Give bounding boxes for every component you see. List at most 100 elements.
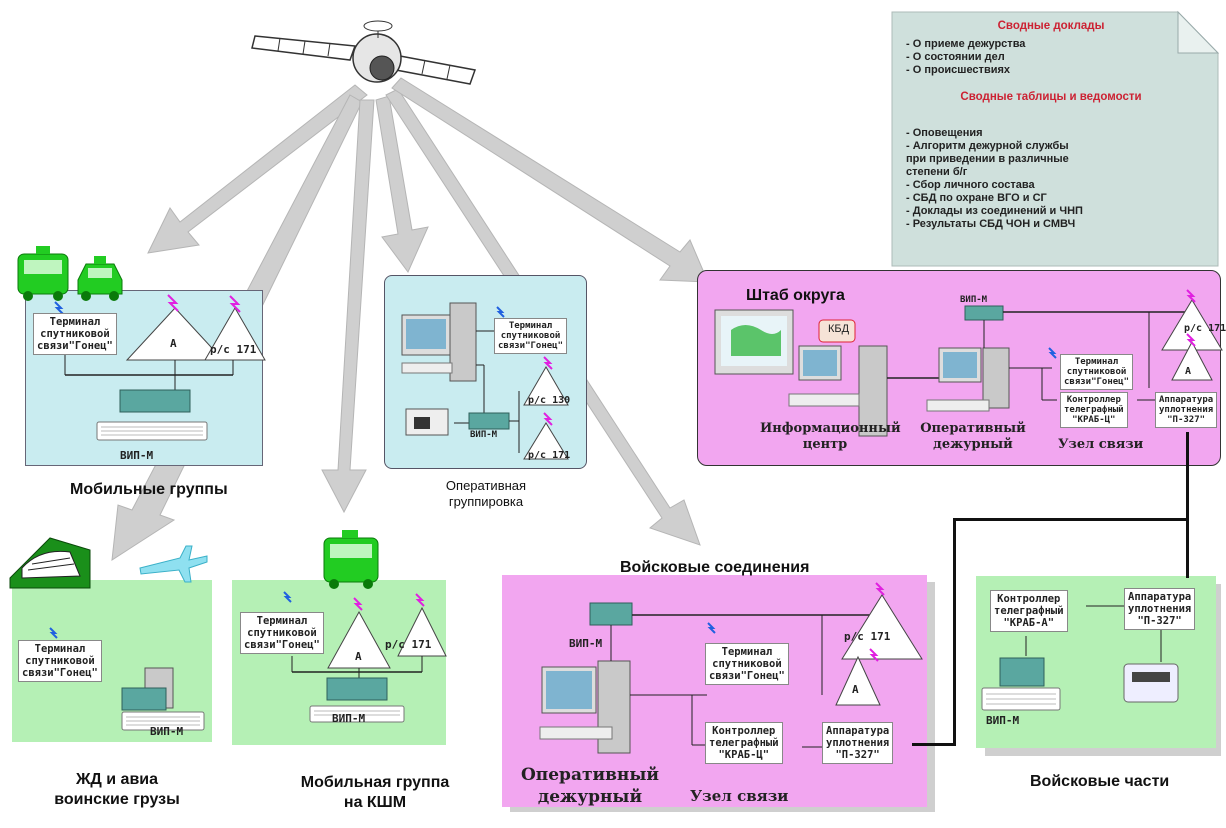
hq-kbd-label: КБД: [828, 323, 850, 335]
label-line: Оперативный: [920, 421, 1026, 436]
hq-multiplex-label: Аппаратура уплотнения "П-327": [1155, 392, 1218, 428]
mobile-groups-caption: Мобильные группы: [70, 481, 228, 498]
label-line: Оперативный: [520, 765, 660, 785]
label-line: связи"Гонец": [37, 340, 113, 352]
kshm-caption: Мобильная группа на КШМ: [280, 773, 470, 813]
hq-terminal-label: Терминал спутниковой связи"Гонец": [1060, 354, 1134, 390]
label-line: спутниковой: [712, 658, 782, 670]
label-line: связи"Гонец": [244, 639, 320, 651]
kshm-vip-label: ВИП-М: [332, 712, 366, 725]
label-line: спутниковой: [247, 627, 317, 639]
arrow-to-kshm: [321, 99, 375, 514]
memo-heading-tables: Сводные таблицы и ведомости: [960, 91, 1142, 103]
label-line: уплотнения: [1159, 405, 1214, 415]
caption-line: группировка: [448, 494, 524, 509]
memo-sheet: [891, 10, 1220, 267]
label-line: Информационный: [760, 421, 901, 436]
label-line: Терминал: [721, 646, 773, 658]
label-line: Контроллер: [712, 725, 776, 737]
formations-duty-officer: Оперативный дежурный: [515, 764, 665, 808]
units-vip-label: ВИП-М: [986, 714, 1020, 727]
label-line: "КРАБ-А": [1003, 617, 1055, 629]
hq-radio-label: р/с 171: [1184, 323, 1226, 334]
operational-terminal-label: Терминал спутниковой связи"Гонец": [494, 318, 568, 354]
cable-hq-vertical: [1186, 432, 1189, 521]
operational-radio-171: р/с 171: [528, 450, 571, 461]
caption-line: ЖД и авиа: [75, 771, 159, 788]
kshm-graphics: [283, 530, 447, 723]
formations-wiring: [539, 582, 923, 754]
label-line: Терминал: [508, 321, 553, 331]
rail-air-caption: ЖД и авиа воинские грузы: [42, 770, 192, 810]
operational-group-wiring: [401, 302, 569, 460]
label-line: Аппаратура: [1128, 591, 1192, 603]
label-line: уплотнения: [826, 737, 890, 749]
mobile-radio-label: р/с 171: [210, 343, 257, 356]
rail-terminal-label: Терминал спутниковой связи"Гонец": [18, 640, 102, 682]
hq-vip-label: ВИП-М: [960, 295, 988, 305]
formations-vip-label: ВИП-М: [569, 637, 603, 650]
label-line: уплотнения: [1128, 603, 1192, 615]
units-multiplex-label: Аппаратура уплотнения "П-327": [1124, 588, 1196, 630]
hq-wiring: [714, 289, 1223, 437]
label-line: спутниковой: [500, 331, 561, 341]
kshm-antenna-a: А: [355, 650, 362, 663]
memo-text: Сводные доклады - О приеме дежурства - О…: [892, 20, 1210, 231]
caption-line: Мобильная группа: [300, 774, 450, 791]
label-line: Аппаратура: [826, 725, 890, 737]
memo-item: - Результаты СБД ЧОН и СМВЧ: [906, 218, 1076, 230]
label-line: Контроллер: [1066, 395, 1121, 405]
memo-item: степени б/г: [906, 166, 968, 178]
label-line: связи"Гонец": [1064, 377, 1130, 387]
label-line: дежурный: [933, 437, 1013, 452]
memo-item: - Сбор личного состава: [906, 179, 1035, 191]
label-line: Терминал: [1074, 357, 1119, 367]
cable-down: [953, 518, 956, 746]
hq-title: Штаб округа: [746, 287, 845, 304]
formations-antenna-a: А: [852, 683, 859, 696]
memo-item: - О происшествиях: [906, 64, 1011, 76]
hq-controller-label: Контроллер телеграфный "КРАБ-Ц": [1060, 392, 1128, 428]
cable-horizontal: [953, 518, 1189, 521]
label-line: "П-327": [1137, 615, 1182, 627]
cable-to-formations: [912, 743, 956, 746]
label-line: Терминал: [49, 316, 101, 328]
memo-item: при приведении в различные: [906, 153, 1069, 165]
hq-comm-node: Узел связи: [1058, 437, 1144, 452]
units-wiring: [981, 605, 1179, 711]
label-line: центр: [802, 437, 848, 452]
operational-radio-130: р/с 130: [528, 395, 571, 406]
hq-duty-officer: Оперативный дежурный: [918, 421, 1028, 453]
rail-air-graphics: [9, 537, 208, 731]
arrow-to-mobile-groups: [147, 84, 368, 254]
label-line: связи"Гонец": [498, 341, 564, 351]
memo-item: - О приеме дежурства: [906, 38, 1026, 50]
label-line: Контроллер: [997, 593, 1061, 605]
label-line: Терминал: [256, 615, 308, 627]
formations-title: Войсковые соединения: [620, 559, 810, 576]
hq-info-center: Информационный центр: [760, 421, 901, 453]
hq-antenna-a: А: [1185, 366, 1192, 377]
kshm-terminal-label: Терминал спутниковой связи"Гонец": [240, 612, 324, 654]
label-line: телеграфный: [709, 737, 779, 749]
mobile-terminal-label: Терминал спутниковой связи"Гонец": [33, 313, 117, 355]
operational-group-caption: Оперативная группировка: [420, 478, 552, 510]
formations-terminal-label: Терминал спутниковой связи"Гонец": [705, 643, 789, 685]
units-caption: Войсковые части: [1030, 773, 1170, 790]
satellite-icon: [251, 20, 477, 85]
formations-radio-label: р/с 171: [844, 630, 891, 643]
mobile-vip-label: ВИП-М: [120, 449, 154, 462]
memo-heading-reports: Сводные доклады: [997, 20, 1105, 32]
label-line: связи"Гонец": [22, 667, 98, 679]
label-line: связи"Гонец": [709, 670, 785, 682]
memo-item: - Доклады из соединений и ЧНП: [906, 205, 1083, 217]
mobile-groups-wiring: [54, 294, 266, 441]
caption-line: воинские грузы: [54, 791, 180, 808]
cable-to-units: [1186, 518, 1189, 578]
rail-vip-label: ВИП-М: [150, 725, 184, 738]
label-line: спутниковой: [25, 655, 95, 667]
memo-item: - О состоянии дел: [906, 51, 1005, 63]
formations-comm-node: Узел связи: [690, 787, 789, 805]
label-line: "П-327": [835, 749, 880, 761]
formations-controller-label: Контроллер телеграфный "КРАБ-Ц": [705, 722, 783, 764]
